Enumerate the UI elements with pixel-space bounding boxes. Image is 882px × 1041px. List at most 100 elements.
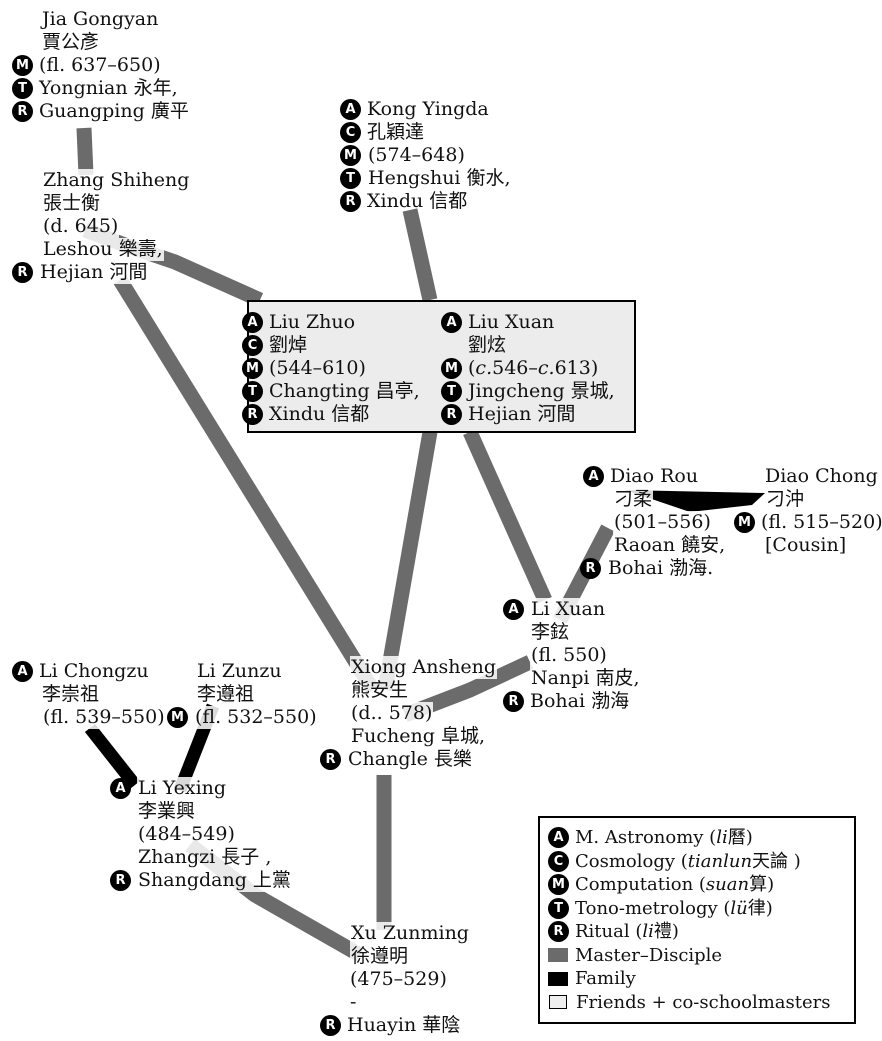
legend-master-disciple: Master–Disciple [548,944,854,967]
ritual-badge-icon: R [320,1015,341,1036]
dates: (d.. 578) [350,702,434,725]
astronomy-badge-icon: A [548,827,569,848]
dates: (fl. 539–550) [42,706,166,729]
dates: (fl. 637–650) [39,54,161,76]
computation-badge-icon: M [12,55,33,76]
edge-li-chongzu-li-yexing [84,723,141,790]
computation-badge-icon: M [242,358,263,379]
region: Bohai 渤海 [530,690,630,712]
chinese-name: 刁柔 [613,488,654,511]
region: Hejian 河間 [39,261,149,284]
astronomy-badge-icon: A [340,99,361,120]
tono-metrology-badge-icon: T [242,381,263,402]
ritual-badge-icon: R [548,921,569,942]
node-li-zunzu: Li Zunzu 李遵祖 M (fl. 532–550) [167,660,318,729]
name: Li Xuan [530,598,607,621]
astronomy-badge-icon: A [503,599,524,620]
name: Li Yexing [137,777,228,800]
chinese-name: 孔穎達 [367,121,425,143]
astronomy-badge-icon: A [12,661,33,682]
ritual-badge-icon: R [580,558,601,579]
ritual-badge-icon: R [12,262,33,283]
region: Shangdang 上黨 [137,869,292,892]
computation-badge-icon: M [734,512,755,533]
chinese-name: 李遵祖 [197,683,255,705]
place: Changting 昌亭, [269,380,420,402]
dates: (574–648) [367,144,466,167]
tono-metrology-badge-icon: T [548,897,569,919]
edge-liu-zhuo-xiong-ansheng [377,430,438,692]
cosmology-badge-icon: C [242,335,263,356]
chinese-name: 刁沖 [765,488,806,511]
separator-dash: - [350,991,357,1013]
ritual-badge-icon: R [12,101,33,122]
place: Hengshui 衡水, [367,167,512,190]
dates: (c.546–c.613) [468,357,599,379]
edge-zhang-shiheng-xiong-ansheng [113,276,380,694]
dates: (fl. 532–550) [194,706,318,729]
relation-note: [Cousin] [765,534,847,556]
ritual-badge-icon: R [340,191,361,212]
chinese-name: 熊安生 [350,679,410,702]
dates: (475–529) [350,968,447,990]
ritual-badge-icon: R [110,870,131,891]
dates: (fl. 515–520) [761,511,882,533]
dates: (d. 645) [42,215,120,238]
name: Kong Yingda [367,98,489,120]
ritual-badge-icon: R [503,691,524,712]
place: Leshou 樂壽, [42,238,164,261]
region: Changle 長樂 [347,748,473,771]
name: Xu Zunming [350,922,470,945]
legend-friends: Friends + co-schoolmasters [548,991,854,1014]
computation-badge-icon: M [167,707,188,728]
legend-family: Family [548,967,854,990]
place: Nanpi 南皮, [530,667,641,690]
region: Bohai 渤海. [607,557,715,580]
dates: (484–549) [137,823,236,846]
edge-kong-yingda-liu-zhuo [402,208,438,302]
node-diao-chong: Diao Chong 刁沖 M (fl. 515–520) [Cousin] [734,465,882,557]
name: Zhang Shiheng [42,169,191,192]
astronomy-badge-icon: A [441,312,462,333]
node-xiong-ansheng: Xiong Ansheng 熊安生 (d.. 578) Fucheng 阜城, … [320,656,498,771]
name: Li Chongzu [39,660,149,682]
edge-jia-gongyan-zhang-shiheng [76,127,94,176]
tono-metrology-badge-icon: T [12,78,33,99]
master-disciple-swatch-icon [548,948,568,962]
computation-badge-icon: M [441,358,462,379]
node-li-chongzu: A Li Chongzu 李崇祖 (fl. 539–550) [12,660,166,729]
tono-metrology-badge-icon: T [441,381,462,402]
dates: (501–556) [613,511,712,534]
name: Li Zunzu [197,660,282,682]
name: Jia Gongyan [42,8,159,30]
cosmology-badge-icon: C [340,122,361,143]
ritual-badge-icon: R [242,404,263,425]
name: Diao Chong [765,465,878,487]
chinese-name: 李崇祖 [42,683,100,705]
chinese-name: 李業興 [137,800,197,823]
cosmology-badge-icon: C [548,850,569,872]
region: Hejian 河間 [468,403,576,425]
node-liu-xuan: A Liu Xuan 劉炫 M (c.546–c.613) T Jingcheng 景… [441,311,615,426]
ritual-badge-icon: R [320,749,341,770]
edge-liu-xuan-li-xuan [463,428,552,604]
name: Liu Xuan [468,311,555,333]
place: Jingcheng 景城, [468,380,615,402]
chinese-name: 劉炫 [468,334,507,356]
astronomy-badge-icon: A [242,312,263,333]
dates: (fl. 550) [530,644,608,667]
name: Xiong Ansheng [350,656,498,679]
computation-badge-icon: M [548,874,569,895]
friends-swatch-icon [549,995,567,1009]
chinese-name: 賈公彥 [42,31,100,53]
region: Xindu 信都 [367,190,468,212]
